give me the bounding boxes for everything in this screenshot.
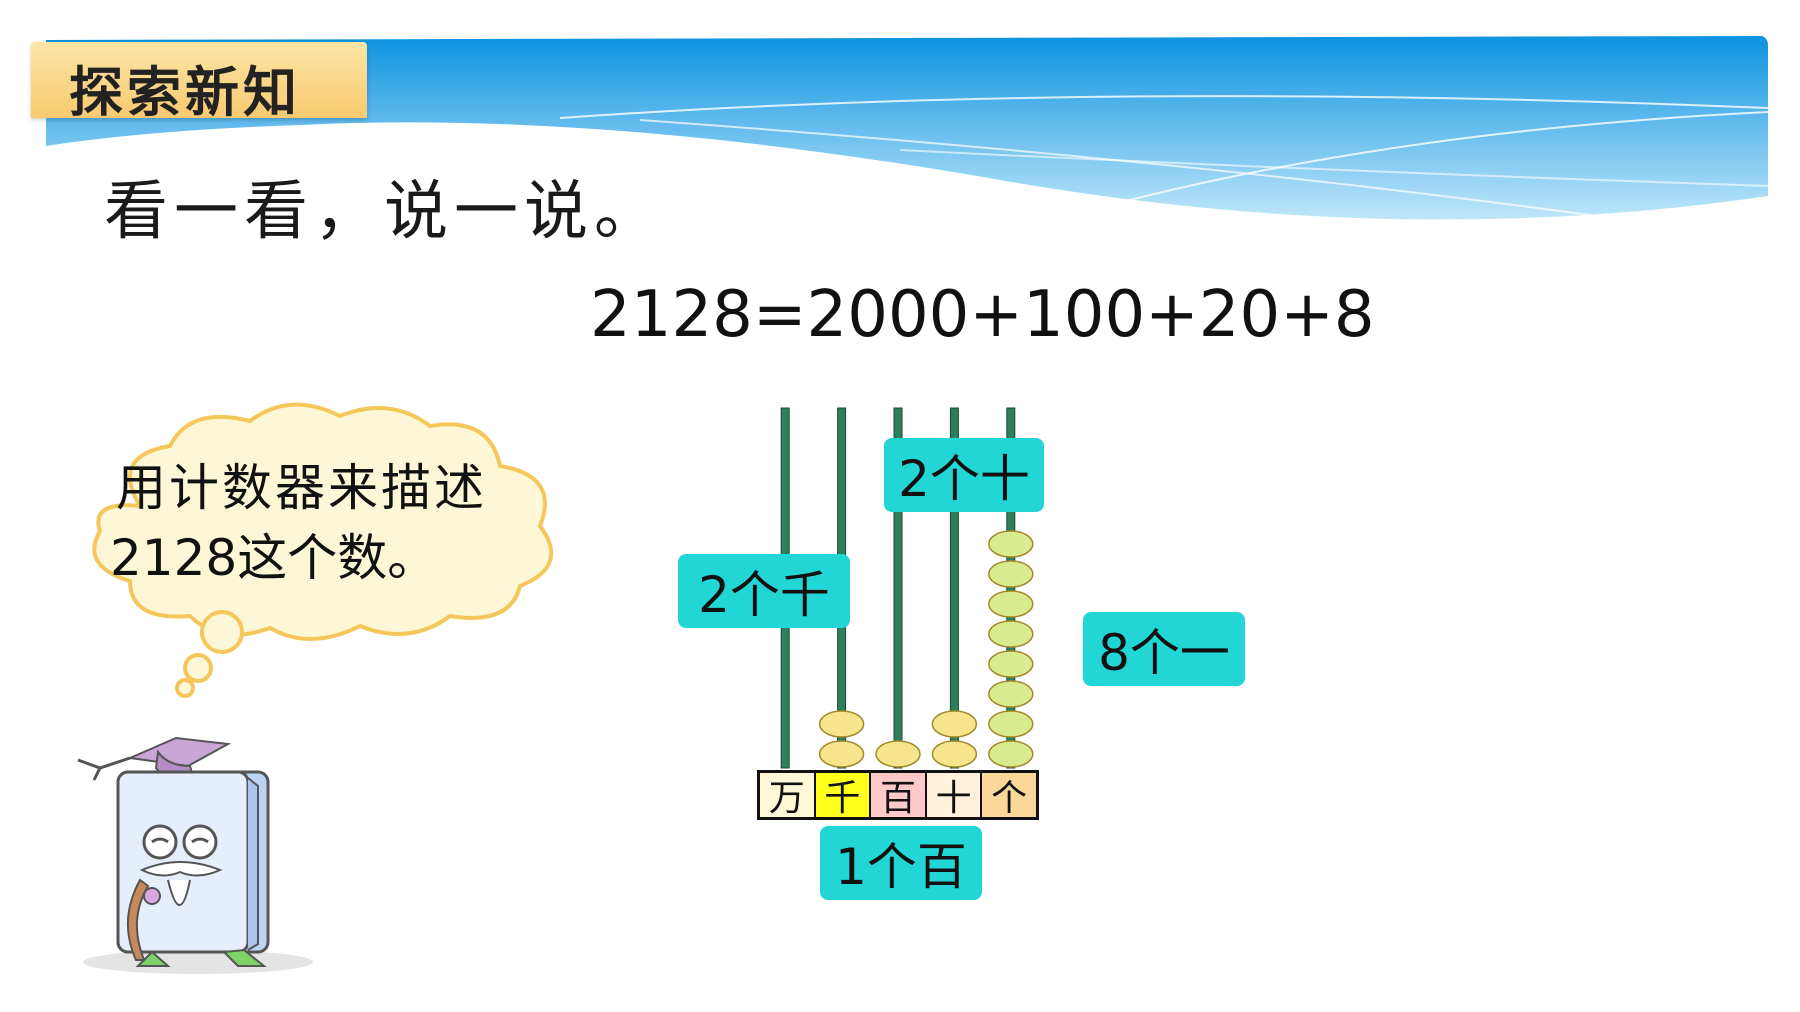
abacus-rod-hundreds <box>893 407 903 769</box>
section-title: 探索新知 <box>69 60 301 124</box>
section-title-tab: 探索新知 <box>31 42 367 124</box>
place-ten-thousands: 万 <box>760 773 816 819</box>
abacus-bead-ones <box>988 650 1034 678</box>
abacus-bead-ones <box>988 680 1034 708</box>
thought-cloud <box>92 402 554 698</box>
label-ones: 8个一 <box>1083 612 1245 686</box>
abacus-bead-ones <box>988 620 1034 648</box>
book-professor-mascot-icon <box>77 736 313 974</box>
abacus-bead-ones <box>988 740 1034 768</box>
bubble-text-line-1: 用计数器来描述 <box>116 459 487 517</box>
abacus-bead-ones <box>988 560 1034 588</box>
place-value-row: 万 千 百 十 个 <box>757 770 1039 820</box>
abacus-rod-ones <box>1006 407 1016 769</box>
abacus-counter <box>780 407 1034 769</box>
label-thousands: 2个千 <box>678 554 850 628</box>
abacus-bead-thousands <box>818 740 865 768</box>
place-thousands: 千 <box>815 773 872 819</box>
header-banner <box>46 36 1769 223</box>
place-hundreds: 百 <box>871 773 927 819</box>
abacus-bead-ones <box>988 710 1034 738</box>
abacus-bead-ones <box>988 590 1034 618</box>
abacus-rod-tens <box>949 407 959 769</box>
number-equation: 2128=2000+100+20+8 <box>590 278 1375 352</box>
bubble-text-line-2: 2128这个数。 <box>110 529 438 587</box>
abacus-bead-thousands <box>818 710 865 738</box>
abacus-bead-hundreds <box>875 740 921 768</box>
label-hundreds: 1个百 <box>820 826 982 900</box>
abacus-bead-tens <box>931 710 978 738</box>
place-tens: 十 <box>926 773 983 819</box>
instruction-text: 看一看，说一说。 <box>104 175 664 249</box>
place-ones: 个 <box>982 773 1036 819</box>
abacus-bead-tens <box>931 740 978 768</box>
abacus-bead-ones <box>988 530 1034 558</box>
label-tens: 2个十 <box>884 438 1044 512</box>
